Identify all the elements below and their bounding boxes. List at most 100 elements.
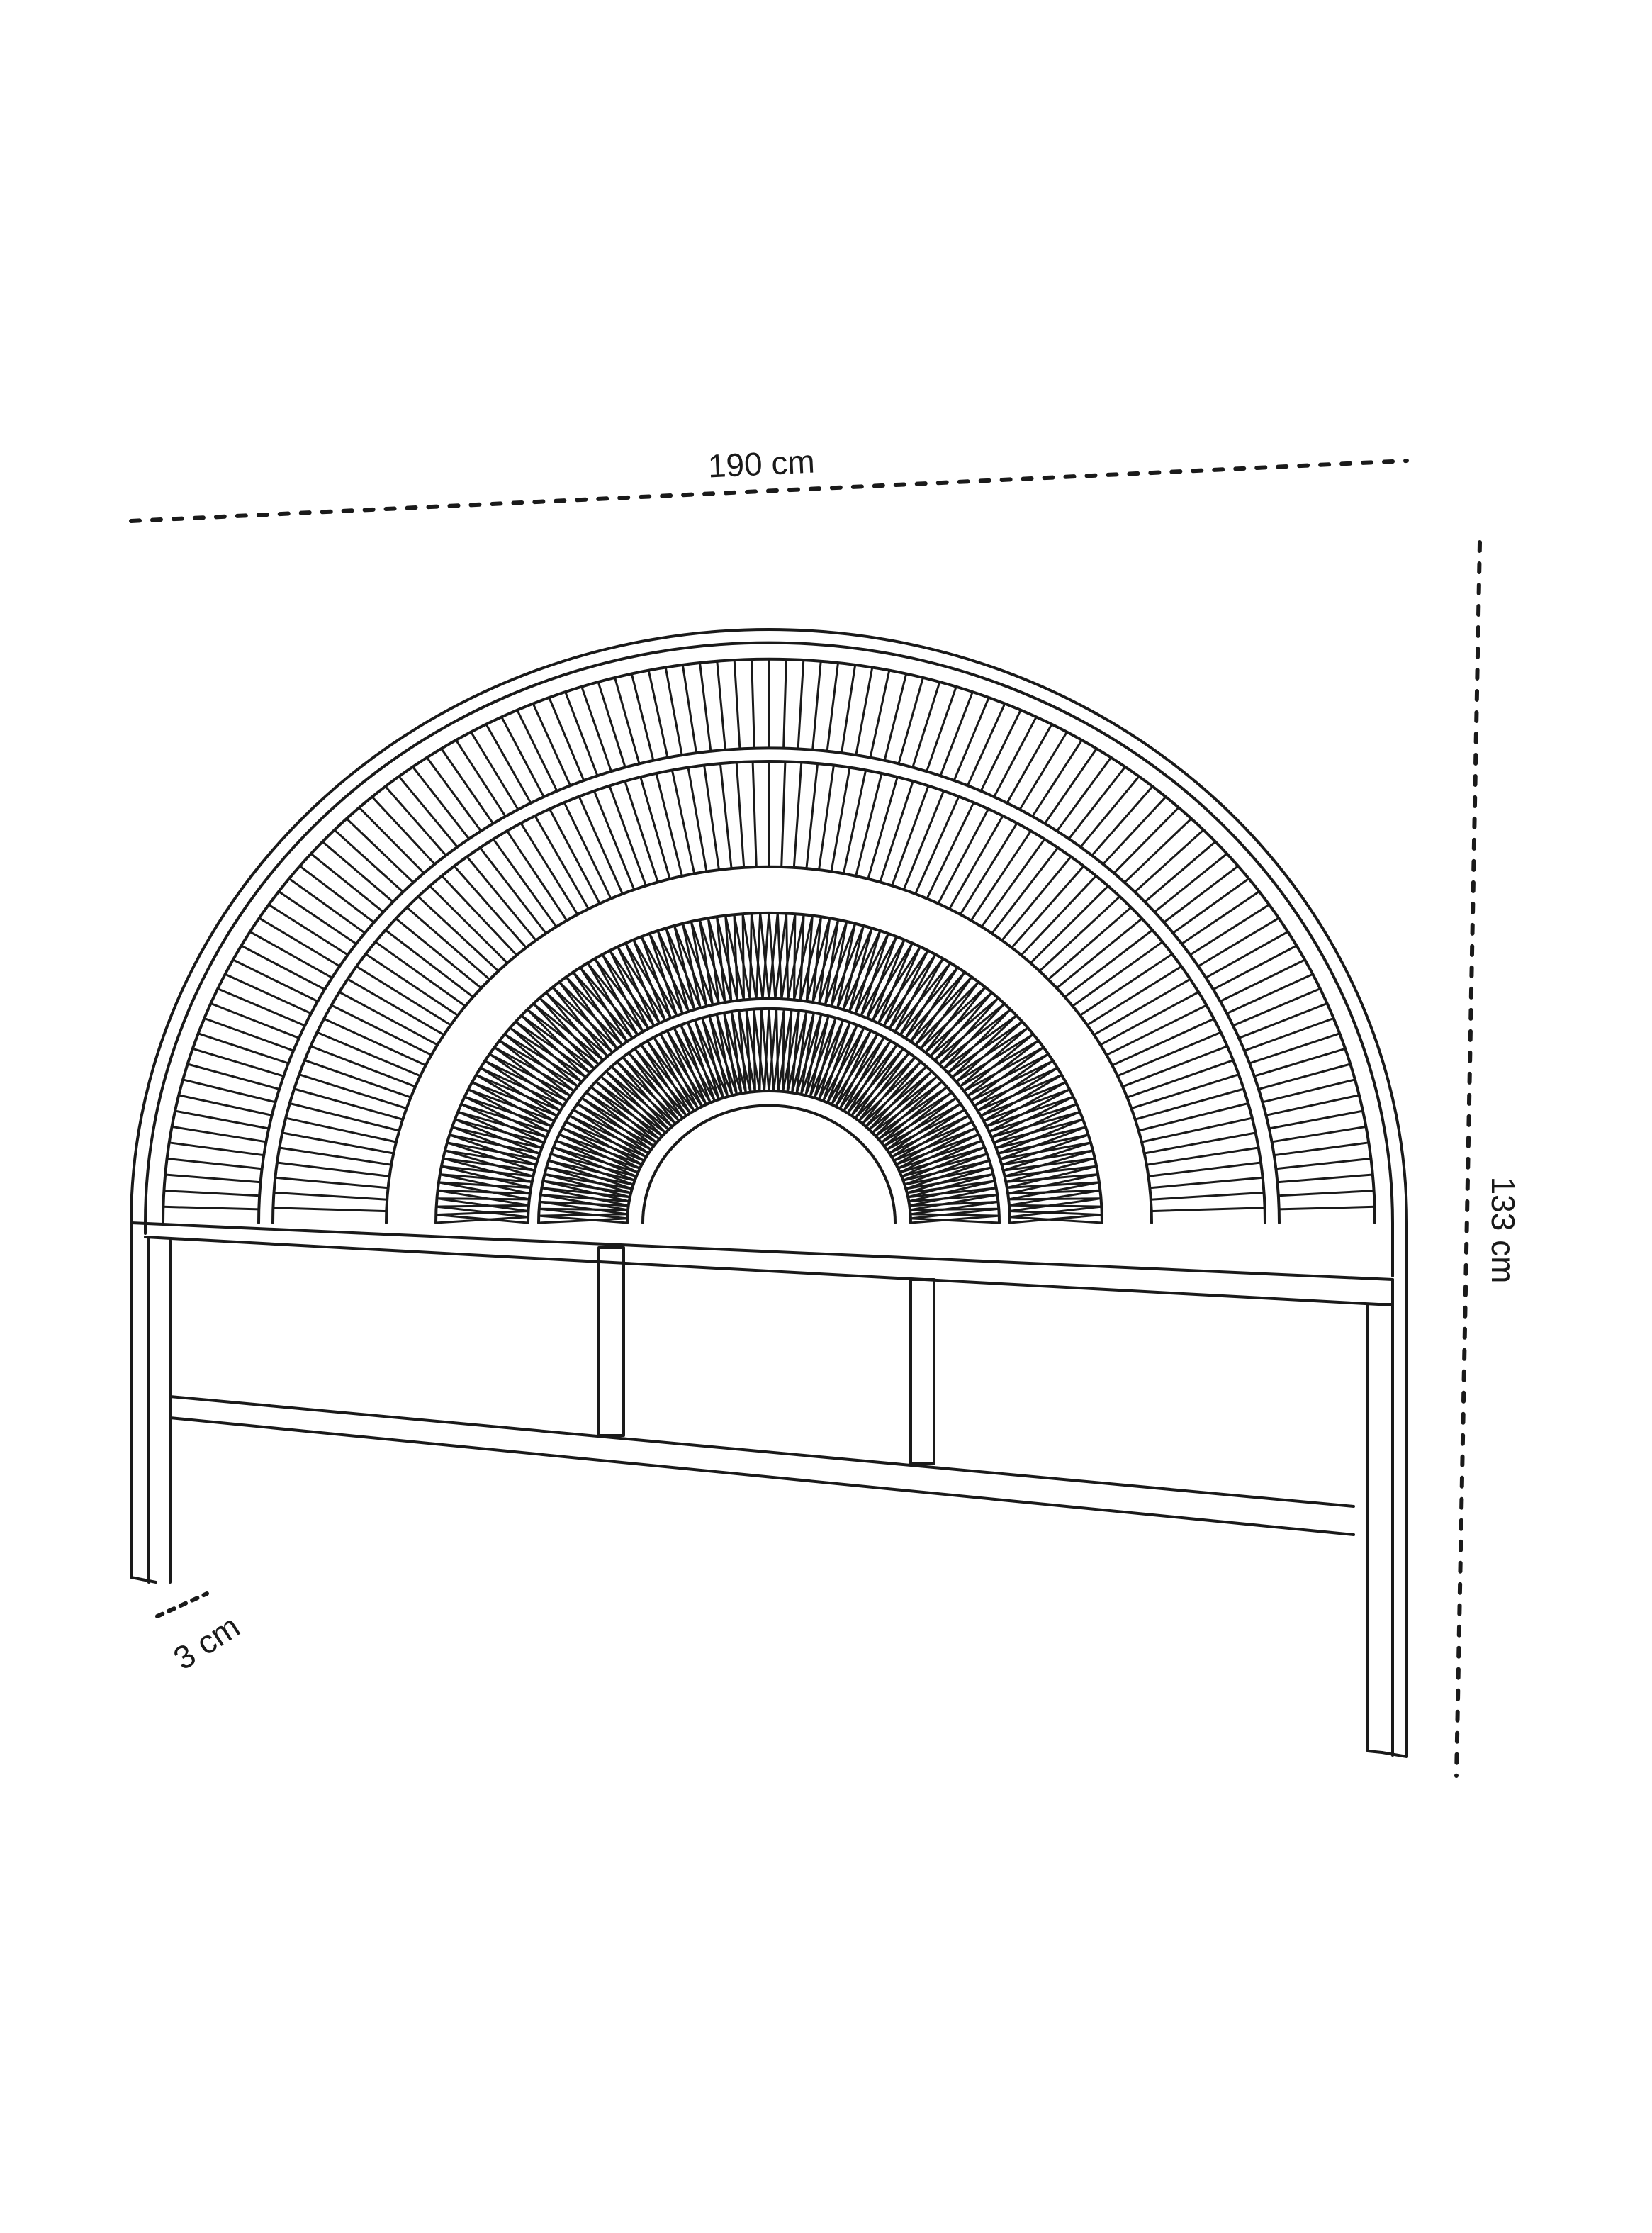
outer-ray [564, 690, 599, 777]
middle-ray [330, 1004, 433, 1056]
outer-ray [181, 1078, 277, 1104]
middle-ray [1038, 895, 1121, 973]
outer-ray [1212, 944, 1298, 991]
width-dimension: 190 cm [129, 442, 1409, 523]
outer-ray [751, 658, 755, 750]
middle-ray [578, 795, 624, 895]
outer-ray [1277, 1190, 1376, 1197]
outer-ray [1006, 723, 1053, 805]
outer-ray [1171, 877, 1250, 934]
middle-ray [276, 1161, 391, 1177]
thickness-dimension: 3 cm [155, 1591, 246, 1677]
arch-frames [130, 628, 1408, 1277]
outer-ray [1043, 747, 1098, 825]
middle-ray [970, 829, 1033, 922]
woven-band-mid-edge [527, 997, 1011, 1224]
middle-ray [902, 790, 945, 891]
middle-ray [1134, 1087, 1245, 1121]
middle-ray [980, 838, 1046, 928]
outer-ray [1144, 840, 1217, 903]
middle-ray [1143, 1131, 1257, 1155]
outer-ray [841, 664, 857, 754]
outer-ray [580, 685, 612, 773]
outer-ray [240, 944, 326, 991]
outer-ray [630, 673, 655, 762]
outer-ray [440, 747, 495, 825]
outer-ray [345, 817, 415, 884]
outer-ray [162, 1190, 261, 1197]
middle-ray [1099, 991, 1200, 1046]
outer-ray [168, 1141, 265, 1157]
outer-ray [1031, 739, 1083, 818]
outer-ray [425, 756, 483, 832]
rattan-rays [162, 658, 1376, 1224]
outer-ray [953, 696, 990, 782]
top-rail-upper-edge [130, 1221, 1394, 1281]
outer-ray [1133, 829, 1205, 893]
middle-ray [273, 1191, 388, 1201]
middle-ray [879, 780, 914, 883]
middle-ray [505, 829, 568, 922]
outer-ray [1219, 958, 1306, 1002]
middle-ray [1011, 865, 1085, 949]
outer-ray [1237, 1002, 1329, 1039]
outer-ray [197, 1032, 290, 1065]
middle-ray [274, 1176, 390, 1190]
outer-ray [869, 669, 891, 759]
middle-band-outer-edge [271, 760, 1266, 1224]
outer-ray [664, 666, 683, 756]
width-label: 190 cm [707, 442, 816, 484]
middle-ray [991, 846, 1060, 935]
bed-frame [130, 1221, 1408, 1758]
middle-ray [937, 807, 990, 905]
outer-ray [1273, 1141, 1370, 1157]
middle-ray [347, 978, 445, 1036]
top-rail-lower-edge [144, 1236, 1394, 1306]
height-dimension-line [1454, 540, 1482, 1778]
outer-ray [1205, 930, 1289, 979]
center-arch-inner [641, 1104, 897, 1224]
outer-ray [288, 877, 366, 934]
middle-ray [293, 1087, 404, 1121]
middle-band-inner-edge [385, 865, 1153, 1224]
middle-ray [441, 875, 518, 956]
middle-ray [792, 761, 803, 869]
middle-ray [281, 1131, 395, 1155]
outer-ray [548, 696, 585, 782]
middle-ray [338, 991, 439, 1046]
middle-ray [1140, 1116, 1254, 1143]
outer-ray [597, 681, 626, 768]
outer-ray [371, 795, 436, 866]
center-post-1 [597, 1246, 625, 1437]
outer-ray [939, 690, 974, 777]
middle-ray [655, 772, 683, 878]
middle-ray [735, 761, 746, 869]
outer-ray [1278, 1205, 1376, 1211]
middle-ray [780, 760, 787, 868]
outer-arch-frame-inner [144, 641, 1394, 1277]
outer-ray [358, 806, 425, 875]
outer-ray [500, 715, 545, 798]
outer-ray [1257, 1063, 1352, 1090]
outer-band-inner-edge [257, 746, 1281, 1224]
middle-ray [364, 953, 459, 1017]
outer-ray [321, 840, 394, 903]
headboard-illustration [130, 628, 1408, 1758]
outer-ray [191, 1047, 285, 1078]
outer-ray [1091, 785, 1154, 857]
middle-ray [1071, 941, 1164, 1007]
outer-ray [1123, 817, 1193, 884]
outer-arch-frame [130, 628, 1408, 1277]
middle-ray [830, 766, 851, 873]
outer-ray [224, 973, 313, 1015]
center-arch-outer [626, 1090, 912, 1224]
outer-ray [1264, 1094, 1361, 1116]
center-post-2 [909, 1278, 935, 1465]
outer-ray [699, 661, 712, 753]
middle-ray [563, 801, 612, 900]
middle-ray [417, 895, 500, 973]
middle-ray [355, 965, 452, 1026]
height-label: 133 cm [1485, 1177, 1522, 1284]
middle-ray [818, 764, 835, 871]
middle-ray [478, 846, 547, 935]
